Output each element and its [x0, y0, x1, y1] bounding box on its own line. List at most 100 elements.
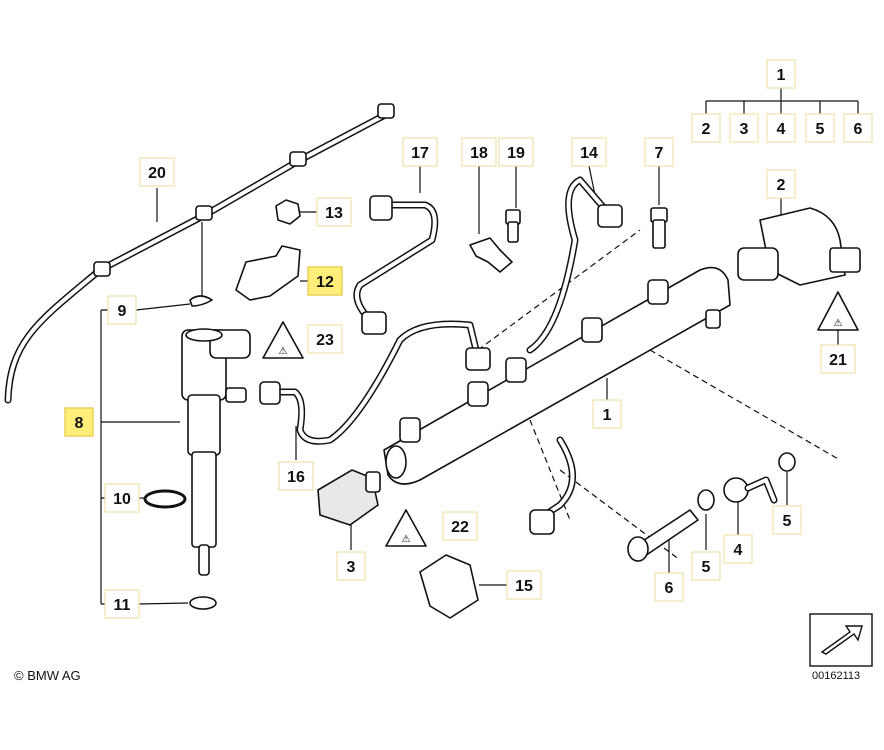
callout-c4-a[interactable]: 4 [766, 113, 796, 143]
nut-part-13 [275, 199, 301, 225]
callout-c3-b[interactable]: 3 [336, 551, 366, 581]
callout-box[interactable] [691, 551, 721, 581]
callout-box[interactable] [64, 407, 94, 437]
bolt-part-7 [650, 207, 668, 249]
callout-c11[interactable]: 11 [104, 589, 140, 619]
callout-c1-top[interactable]: 1 [766, 59, 796, 89]
callout-label: 14 [580, 145, 598, 162]
callout-box[interactable] [316, 197, 352, 227]
callout-label: 5 [816, 121, 825, 138]
o-ring-part-10 [143, 489, 187, 509]
callout-c4-b[interactable]: 4 [723, 534, 753, 564]
callout-box[interactable] [772, 505, 802, 535]
callout-label: 22 [451, 519, 469, 536]
callout-label: 1 [603, 407, 612, 424]
callout-c14[interactable]: 14 [571, 137, 607, 167]
callout-box[interactable] [104, 483, 140, 513]
fitting-part-4 [723, 476, 778, 504]
callout-c8[interactable]: 8 [64, 407, 94, 437]
callout-c5-b[interactable]: 5 [691, 551, 721, 581]
callout-label: 5 [783, 513, 792, 530]
bracket-part-12 [235, 245, 301, 301]
svg-text:⚠: ⚠ [279, 346, 288, 357]
callout-c21[interactable]: 21 [820, 344, 856, 374]
callout-label: 3 [347, 559, 356, 576]
callout-c17[interactable]: 17 [402, 137, 438, 167]
callout-box[interactable] [107, 295, 137, 325]
callout-label: 3 [740, 121, 749, 138]
callout-box[interactable] [307, 266, 343, 296]
svg-text:⚠: ⚠ [834, 318, 843, 329]
callout-box[interactable] [442, 511, 478, 541]
callout-label: 4 [734, 542, 743, 559]
callout-c5-a[interactable]: 5 [805, 113, 835, 143]
callout-box[interactable] [820, 344, 856, 374]
bolt-part-19 [505, 209, 521, 243]
callout-box[interactable] [723, 534, 753, 564]
callout-c2-b[interactable]: 2 [766, 169, 796, 199]
callout-c2-a[interactable]: 2 [691, 113, 721, 143]
callout-box[interactable] [139, 157, 175, 187]
washer-part-5b [697, 489, 715, 511]
callout-label: 6 [854, 121, 863, 138]
rail-part-1 [383, 266, 731, 485]
callout-c10[interactable]: 10 [104, 483, 140, 513]
callout-box[interactable] [307, 324, 343, 354]
callout-box[interactable] [805, 113, 835, 143]
callout-c23[interactable]: 23 [307, 324, 343, 354]
callout-c18[interactable]: 18 [461, 137, 497, 167]
callout-c3-a[interactable]: 3 [729, 113, 759, 143]
injector-part-8 [181, 328, 251, 576]
callout-label: 9 [118, 303, 127, 320]
callout-c9[interactable]: 9 [107, 295, 137, 325]
callout-label: 11 [114, 597, 131, 614]
callout-c12[interactable]: 12 [307, 266, 343, 296]
cap-part-15 [419, 554, 479, 619]
warning-icon-23: ⚠ [262, 321, 304, 359]
callout-label: 17 [411, 145, 429, 162]
warning-icon-21: ⚠ [817, 291, 859, 331]
callout-label: 15 [515, 578, 533, 595]
callout-c20[interactable]: 20 [139, 157, 175, 187]
callout-box[interactable] [104, 589, 140, 619]
callout-box[interactable] [729, 113, 759, 143]
callout-label: 10 [113, 491, 131, 508]
callout-box[interactable] [461, 137, 497, 167]
callout-box[interactable] [766, 113, 796, 143]
clip-part-9 [189, 295, 213, 307]
direction-arrow-icon [809, 613, 873, 667]
callout-c19[interactable]: 19 [498, 137, 534, 167]
callout-box[interactable] [766, 169, 796, 199]
callout-box[interactable] [571, 137, 607, 167]
callout-box[interactable] [592, 399, 622, 429]
callout-box[interactable] [506, 570, 542, 600]
callout-c22[interactable]: 22 [442, 511, 478, 541]
callout-label: 2 [777, 177, 786, 194]
callout-label: 1 [777, 67, 786, 84]
callout-label: 20 [148, 165, 166, 182]
callout-c1-rail[interactable]: 1 [592, 399, 622, 429]
callout-box[interactable] [402, 137, 438, 167]
callout-label: 19 [507, 145, 525, 162]
callout-label: 4 [777, 121, 786, 138]
callout-c16[interactable]: 16 [278, 461, 314, 491]
callout-label: 6 [665, 580, 674, 597]
callout-box[interactable] [654, 572, 684, 602]
callout-c13[interactable]: 13 [316, 197, 352, 227]
banjo-bolt-part-6 [627, 509, 699, 562]
callout-box[interactable] [691, 113, 721, 143]
callout-box[interactable] [336, 551, 366, 581]
callout-c5-c[interactable]: 5 [772, 505, 802, 535]
callout-box[interactable] [278, 461, 314, 491]
callout-c6-b[interactable]: 6 [654, 572, 684, 602]
callout-box[interactable] [843, 113, 873, 143]
callout-c6-a[interactable]: 6 [843, 113, 873, 143]
callout-box[interactable] [766, 59, 796, 89]
callout-box[interactable] [644, 137, 674, 167]
callout-box[interactable] [498, 137, 534, 167]
callout-c15[interactable]: 15 [506, 570, 542, 600]
pipe-part-17 [353, 195, 439, 335]
callout-label: 5 [702, 559, 711, 576]
callout-c7[interactable]: 7 [644, 137, 674, 167]
